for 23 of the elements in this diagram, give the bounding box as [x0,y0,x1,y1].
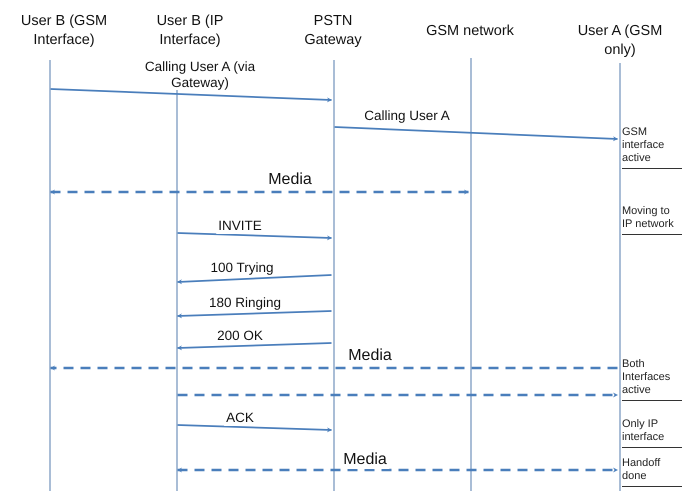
message-arrow [177,342,332,350]
message-arrow [50,366,618,370]
participant-label: GSM network [425,22,515,41]
participant-label: User B (IP Interface) [156,12,224,50]
message-arrow [50,88,332,102]
state-note: Handoff done [622,457,682,487]
message-arrow [177,274,332,284]
message-arrow [177,468,618,472]
participant-label: User B (GSM Interface) [20,12,108,50]
message-arrow [177,232,332,240]
message-arrow [177,310,332,318]
message-arrow [178,392,618,398]
state-note: GSM interface active [622,126,682,169]
state-note: Moving to IP network [622,205,682,235]
participant-label: User A (GSM only) [576,22,664,60]
message-arrow [177,424,332,432]
state-note: Both Interfaces active [622,358,682,401]
message-arrow [334,126,618,142]
message-label: Calling User A [362,108,452,124]
state-note: Only IP interface [622,418,682,448]
message-label: INVITE [216,218,264,234]
message-arrow [50,190,469,194]
participant-label: PSTN Gateway [303,12,363,50]
